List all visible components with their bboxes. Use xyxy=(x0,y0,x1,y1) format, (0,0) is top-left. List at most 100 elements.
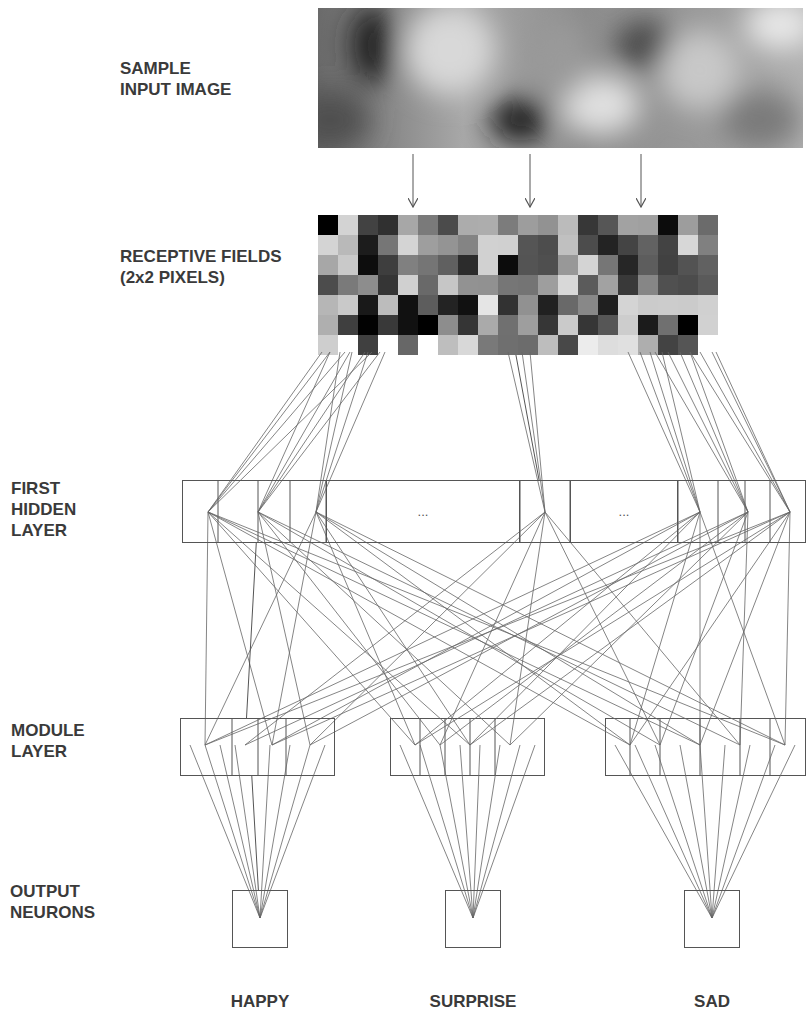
pixel xyxy=(418,275,438,295)
weight-line xyxy=(508,352,545,512)
pixel xyxy=(498,235,518,255)
weight-line xyxy=(470,512,790,745)
layer-heading: FIRST HIDDEN LAYER xyxy=(11,478,91,541)
weight-line xyxy=(740,512,748,745)
pixel xyxy=(518,235,538,255)
pixel xyxy=(498,315,518,335)
pixel xyxy=(698,315,718,335)
weight-line xyxy=(208,352,322,512)
pixel xyxy=(638,275,658,295)
weight-line xyxy=(415,512,700,745)
pixel xyxy=(598,235,618,255)
weight-line xyxy=(258,352,350,512)
connector xyxy=(247,543,257,718)
output-neuron: SURPRISE xyxy=(445,890,501,948)
weight-line xyxy=(700,745,712,918)
pixel xyxy=(598,295,618,315)
weight-line xyxy=(700,352,790,512)
weight-line xyxy=(650,352,700,512)
weight-line xyxy=(712,745,795,918)
layer-heading: RECEPTIVE FIELDS (2x2 PIXELS) xyxy=(120,246,310,288)
layer-heading: SAMPLE INPUT IMAGE xyxy=(120,58,238,100)
module-cell-divider xyxy=(232,718,233,776)
weight-line xyxy=(680,352,748,512)
image-shade xyxy=(720,90,800,148)
pixel xyxy=(438,275,458,295)
weight-line xyxy=(655,352,748,512)
weight-line xyxy=(316,512,630,745)
module-cell-divider xyxy=(660,718,661,776)
weight-line xyxy=(690,352,790,512)
pixel xyxy=(338,255,358,275)
pixel xyxy=(438,295,458,315)
pixel xyxy=(698,335,718,355)
pixel xyxy=(698,235,718,255)
pixel xyxy=(658,255,678,275)
weight-line xyxy=(190,745,260,918)
pixel xyxy=(578,275,598,295)
pixel xyxy=(558,215,578,235)
pixel xyxy=(318,215,338,235)
pixel xyxy=(618,275,638,295)
pixel xyxy=(578,215,598,235)
weight-line xyxy=(205,512,790,745)
pixel xyxy=(598,335,618,355)
weight-line xyxy=(700,512,790,745)
connector xyxy=(252,776,259,890)
pixel xyxy=(318,275,338,295)
pixel xyxy=(338,335,358,355)
weight-line xyxy=(545,512,740,745)
pixel xyxy=(478,275,498,295)
pixel xyxy=(638,235,658,255)
module-cell-divider xyxy=(630,718,631,776)
weight-line xyxy=(662,352,700,512)
pixel xyxy=(338,235,358,255)
pixel xyxy=(478,295,498,315)
pixel xyxy=(438,255,458,275)
pixel xyxy=(478,335,498,355)
connector xyxy=(641,154,642,207)
pixel xyxy=(358,275,378,295)
pixel xyxy=(398,235,418,255)
weight-line xyxy=(668,352,748,512)
pixel xyxy=(418,215,438,235)
weight-line xyxy=(700,512,701,745)
weight-line xyxy=(272,512,790,745)
pixel xyxy=(538,235,558,255)
pixel xyxy=(338,215,358,235)
weight-line xyxy=(712,745,725,918)
weight-line xyxy=(785,512,790,745)
module-cell-divider xyxy=(770,718,771,776)
pixel xyxy=(398,255,418,275)
pixel xyxy=(478,215,498,235)
pixel xyxy=(518,295,538,315)
weight-line xyxy=(660,512,748,745)
weight-line xyxy=(712,745,750,918)
pixel xyxy=(418,255,438,275)
pixel xyxy=(678,295,698,315)
pixel xyxy=(438,315,458,335)
pixel xyxy=(578,335,598,355)
pixel xyxy=(638,255,658,275)
pixel xyxy=(318,235,338,255)
output-neuron: SAD xyxy=(684,890,740,948)
pixel xyxy=(358,295,378,315)
weight-line xyxy=(258,512,740,745)
pixel xyxy=(538,295,558,315)
pixel xyxy=(338,275,358,295)
cell-divider xyxy=(290,480,291,543)
pixel xyxy=(498,215,518,235)
pixel xyxy=(378,315,398,335)
connector xyxy=(516,355,539,480)
pixel xyxy=(518,255,538,275)
connector xyxy=(530,154,531,207)
pixel xyxy=(578,235,598,255)
pixel xyxy=(518,275,538,295)
weight-line xyxy=(415,512,790,745)
weight-line xyxy=(260,745,270,918)
pixel xyxy=(458,335,478,355)
weight-line xyxy=(245,512,545,745)
pixel xyxy=(458,215,478,235)
pixel xyxy=(698,255,718,275)
